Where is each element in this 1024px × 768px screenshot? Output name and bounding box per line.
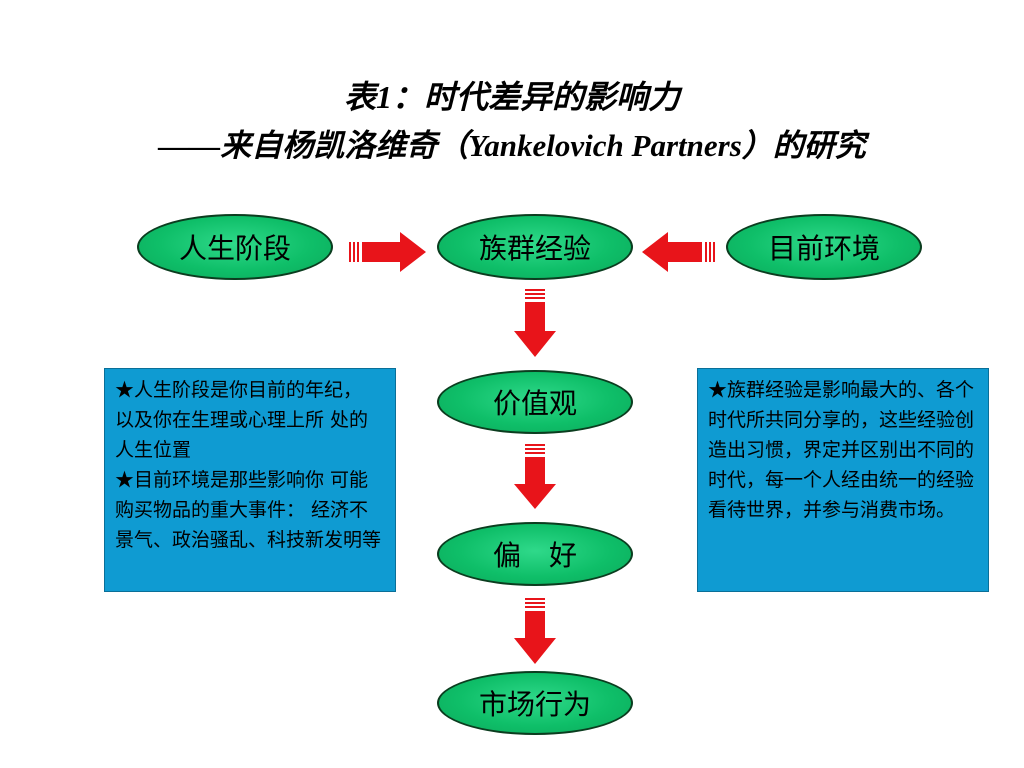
node-preference: 偏 好 <box>437 522 633 586</box>
node-cohort-experience: 族群经验 <box>437 214 633 280</box>
arrow-life-stage-to-cohort <box>349 232 426 272</box>
diagram-subtitle: ——来自杨凯洛维奇（Yankelovich Partners）的研究 <box>158 128 866 163</box>
info-left-life-stage-text: ★人生阶段是你目前的年纪， 以及你在生理或心理上所 处的人生位置 <box>115 379 369 461</box>
diagram-title: 表1：时代差异的影响力 <box>343 79 680 115</box>
node-current-environment: 目前环境 <box>726 214 922 280</box>
info-right-cohort-text: ★族群经验是影响最大的、各个时代所共同分享的，这些经验创造出习惯，界定并区别出不… <box>708 379 975 521</box>
info-box-right: ★族群经验是影响最大的、各个时代所共同分享的，这些经验创造出习惯，界定并区别出不… <box>697 368 989 592</box>
arrow-preference-to-market <box>514 598 556 664</box>
info-left-environment-text: ★目前环境是那些影响你 可能购买物品的重大事件： 经济不景气、政治骚乱、科技新发… <box>115 469 382 551</box>
node-market-behavior: 市场行为 <box>437 671 633 735</box>
info-box-left: ★人生阶段是你目前的年纪， 以及你在生理或心理上所 处的人生位置 ★目前环境是那… <box>104 368 396 592</box>
node-life-stage: 人生阶段 <box>137 214 333 280</box>
arrow-cohort-to-values <box>514 289 556 357</box>
node-values: 价值观 <box>437 370 633 434</box>
arrow-values-to-preference <box>514 444 556 509</box>
arrow-environment-to-cohort <box>642 232 715 272</box>
